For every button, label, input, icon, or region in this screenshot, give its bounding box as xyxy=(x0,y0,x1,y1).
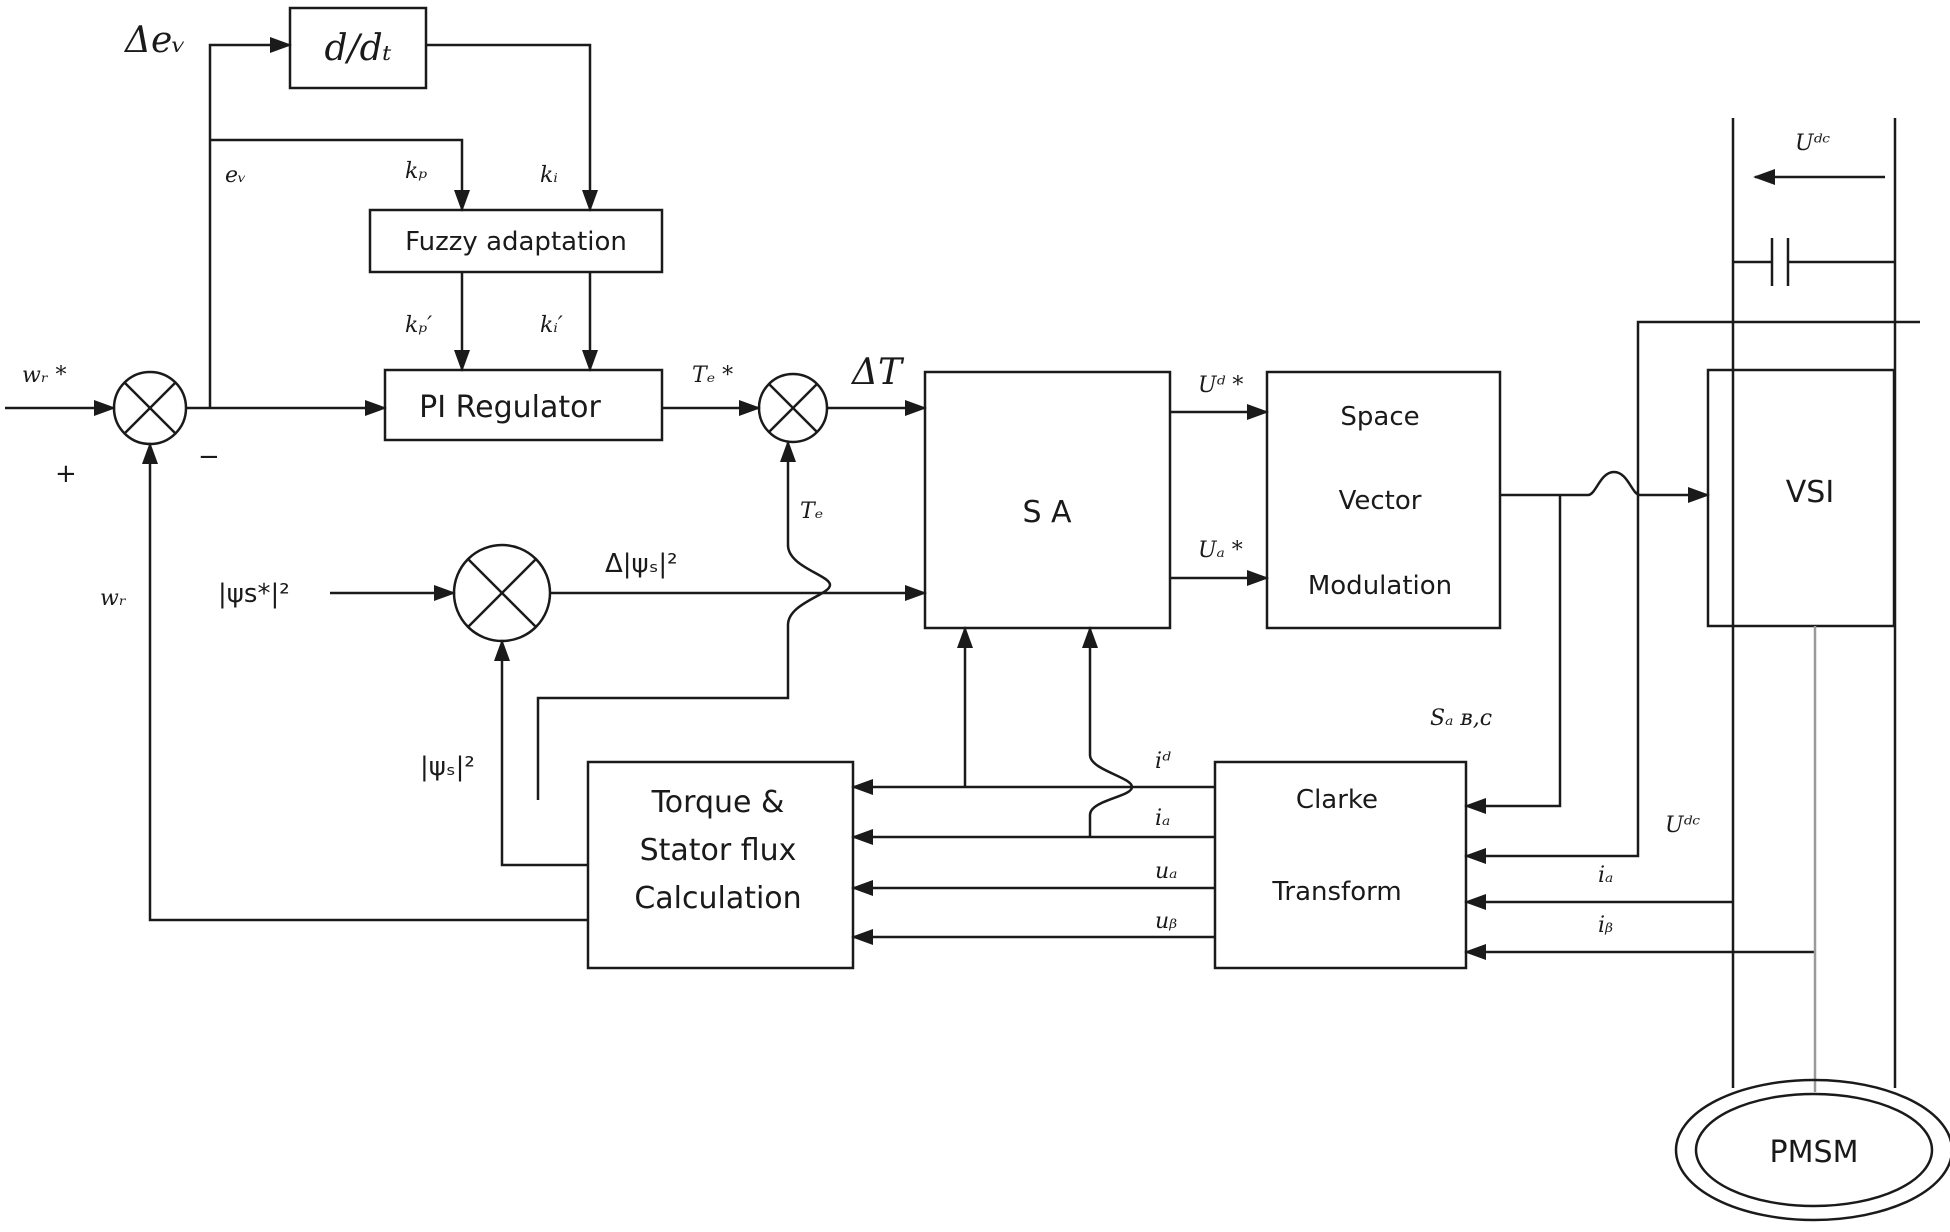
ib-label: iᵦ xyxy=(1598,913,1613,938)
torque-block-label-line1: Torque & xyxy=(651,785,785,820)
ew-label: eᵥ xyxy=(225,163,246,188)
udc-top-label: Uᵈᶜ xyxy=(1795,131,1830,156)
sabc-to-clarke-line xyxy=(1464,495,1562,814)
delta-t-label: ΔT xyxy=(850,352,905,393)
clarke-label-line2: Transform xyxy=(1271,877,1401,907)
minus-sign: − xyxy=(198,442,220,472)
psi-s-label: |ψₛ|² xyxy=(420,752,475,782)
ki-prime-label: kᵢ′ xyxy=(540,313,563,338)
id-label: iᵈ xyxy=(1155,749,1171,774)
wr-ref-label: wᵣ * xyxy=(22,363,66,388)
vsi-label: VSI xyxy=(1786,475,1834,510)
psi-feedback-line xyxy=(494,639,588,867)
torque-block-label-line3: Calculation xyxy=(634,881,801,916)
udc-measurement-line xyxy=(1464,320,1920,864)
speed-feedback-line xyxy=(142,442,588,922)
udc-right-label: Uᵈᶜ xyxy=(1665,813,1700,838)
kp-label: kₚ xyxy=(405,159,427,184)
sabc-label: Sₐ ʙ,ᴄ xyxy=(1430,706,1492,731)
delta-ew-label: Δeᵥ xyxy=(123,20,186,61)
kp-prime-label: kₚ′ xyxy=(405,313,432,338)
clarke-block xyxy=(1213,760,1468,970)
sa-label: S A xyxy=(1022,495,1072,530)
fuzzy-adaptation-label: Fuzzy adaptation xyxy=(405,227,627,257)
svm-label-line1: Space xyxy=(1340,402,1419,432)
sum-junction-flux xyxy=(452,543,552,643)
pmsm-motor xyxy=(1674,1078,1950,1222)
svm-label-line2: Vector xyxy=(1339,486,1422,516)
derivative-label: d/dₜ xyxy=(324,28,391,69)
torque-block-label-line2: Stator flux xyxy=(640,833,797,868)
derivative-to-ki xyxy=(426,43,598,212)
fuzzy-adaptation-block xyxy=(368,208,664,274)
iq-label: iₐ xyxy=(1155,806,1170,831)
pi-regulator-label: PI Regulator xyxy=(419,390,601,425)
clarke-label-line1: Clarke xyxy=(1296,785,1378,815)
pmsm-label: PMSM xyxy=(1770,1135,1859,1170)
te-label: Tₑ xyxy=(800,499,823,524)
sum-junction-speed xyxy=(112,370,188,446)
ia-label: iₐ xyxy=(1598,863,1613,888)
ua-label: uₐ xyxy=(1155,859,1177,884)
uq-ref-label: Uₐ * xyxy=(1198,538,1243,563)
switching-signal-line xyxy=(1500,470,1710,503)
ew-to-kp xyxy=(210,138,470,212)
te-feedback-line xyxy=(536,440,832,800)
svm-label-line3: Modulation xyxy=(1308,571,1452,601)
ud-ref-label: Uᵈ * xyxy=(1198,373,1243,398)
svm-block xyxy=(1265,370,1502,630)
ub-label: uᵦ xyxy=(1155,909,1177,934)
delta-psi-label: Δ|ψₛ|² xyxy=(605,549,678,579)
plus-sign: + xyxy=(55,459,77,489)
sum-junction-torque xyxy=(757,372,829,444)
speed-error-branch xyxy=(208,37,292,408)
dc-link-capacitor xyxy=(1733,238,1895,286)
psi-ref-label: |ψs*|² xyxy=(218,579,290,609)
te-ref-label: Tₑ * xyxy=(692,363,733,388)
sa-block xyxy=(923,370,1172,630)
ki-label: kᵢ xyxy=(540,163,558,188)
wr-feedback-label: wᵣ xyxy=(100,586,127,611)
iq-to-sa-line xyxy=(1082,626,1134,837)
